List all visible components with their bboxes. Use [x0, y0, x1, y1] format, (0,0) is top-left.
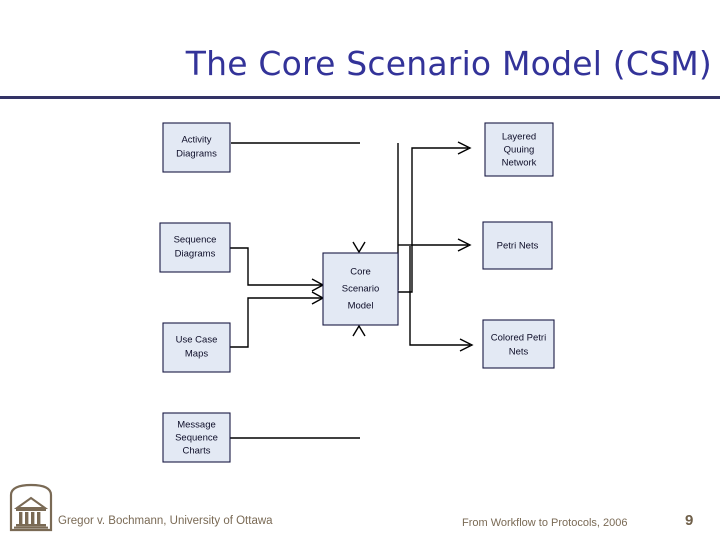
arrow-into-csm-top: [352, 241, 366, 254]
node-activity-diagrams-line-0: Activity: [181, 135, 211, 146]
node-activity-diagrams-line-1: Diagrams: [176, 149, 217, 160]
node-message-sequence-charts[interactable]: [162, 412, 231, 463]
footer-page-number: 9: [685, 512, 694, 529]
link-csm-to-colored-petri: [409, 246, 470, 346]
title-divider: [0, 96, 720, 99]
node-message-sequence-charts-line-0: Message: [177, 420, 216, 431]
node-layered-queuing-network-line-1: Quuing: [504, 145, 535, 156]
arrow-into-colored-petri: [459, 338, 474, 352]
node-sequence-diagrams-line-0: Sequence: [174, 235, 217, 246]
node-layered-queuing-network[interactable]: [484, 122, 554, 177]
arrow-into-lqn: [457, 141, 472, 155]
node-petri-nets[interactable]: [482, 221, 553, 270]
node-message-sequence-charts-line-1: Sequence: [175, 433, 218, 444]
page-title: The Core Scenario Model (CSM): [185, 44, 712, 83]
node-use-case-maps[interactable]: [162, 322, 231, 373]
node-colored-petri-nets-line-1: Nets: [509, 347, 529, 358]
node-core-scenario-model-line-2: Model: [348, 301, 374, 312]
node-activity-diagrams[interactable]: [162, 122, 231, 173]
node-layered-queuing-network-line-0: Layered: [502, 132, 536, 143]
node-use-case-maps-line-0: Use Case: [176, 335, 218, 346]
node-core-scenario-model-line-0: Core: [350, 267, 371, 278]
node-sequence-diagrams[interactable]: [159, 222, 231, 273]
arrow-into-petri-nets: [457, 238, 472, 252]
node-use-case-maps-line-1: Maps: [185, 349, 208, 360]
node-sequence-diagrams-line-1: Diagrams: [175, 249, 216, 260]
node-message-sequence-charts-line-2: Charts: [183, 446, 211, 457]
arrow-into-csm-bottom: [352, 324, 366, 337]
slide-footer: [0, 478, 720, 540]
footer-author: Gregor v. Bochmann, University of Ottawa: [58, 515, 273, 527]
node-petri-nets-line-0: Petri Nets: [497, 241, 539, 252]
csm-diagram: Activity Diagrams Sequence Diagrams Use …: [0, 100, 720, 475]
node-colored-petri-nets-line-0: Colored Petri: [491, 333, 546, 344]
link-usecase-to-csm: [230, 297, 322, 348]
node-layered-queuing-network-line-2: Network: [502, 158, 537, 169]
node-colored-petri-nets[interactable]: [482, 319, 555, 369]
node-core-scenario-model[interactable]: [322, 252, 399, 326]
footer-source: From Workflow to Protocols, 2006: [462, 517, 628, 529]
link-sequence-to-csm: [230, 247, 322, 286]
link-csm-to-lqn: [398, 147, 468, 293]
node-core-scenario-model-line-1: Scenario: [342, 284, 380, 295]
university-of-ottawa-crest-icon: [9, 483, 53, 532]
